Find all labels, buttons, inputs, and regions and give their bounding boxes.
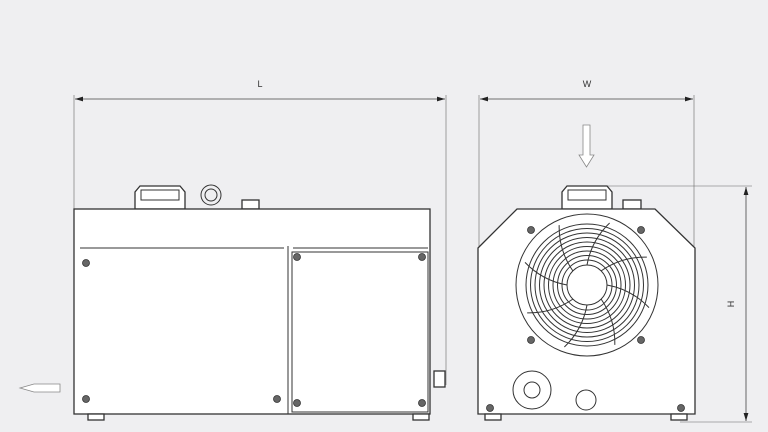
grille-spoke <box>586 222 610 266</box>
height-label: H <box>726 301 736 308</box>
housing <box>73 208 431 415</box>
port-opening <box>523 381 541 399</box>
handle <box>134 185 186 210</box>
foot-right <box>412 413 430 421</box>
width-label: W <box>583 79 592 89</box>
grille-ring <box>539 237 635 333</box>
right-panel <box>291 251 429 413</box>
foot-left <box>87 413 105 421</box>
front-knob <box>622 199 642 210</box>
drain-plug <box>575 389 597 411</box>
intake-arrow-icon <box>578 124 595 168</box>
screws <box>82 253 426 407</box>
grille-spoke <box>564 304 588 348</box>
grille-ring <box>534 232 640 338</box>
front-housing <box>477 208 696 415</box>
front-foot-left <box>484 413 502 421</box>
grille-spoke <box>527 298 574 314</box>
grille-spoke <box>600 256 647 272</box>
length-label: L <box>257 79 262 89</box>
grille-spoke <box>606 284 650 308</box>
grille-ring <box>552 250 622 320</box>
port-flange <box>512 370 552 410</box>
lifting-eye-inner <box>204 188 218 202</box>
front-handle <box>561 185 613 210</box>
fan-grille <box>515 213 659 357</box>
grille-ring <box>543 241 631 329</box>
front-view: W H <box>477 79 752 423</box>
knob <box>241 199 260 210</box>
grille-ring <box>561 259 613 311</box>
front-screws <box>486 226 685 412</box>
grille-ring <box>530 228 644 342</box>
grille-ring <box>557 255 617 315</box>
exhaust-arrow-icon <box>18 383 61 393</box>
front-foot-right <box>670 413 688 421</box>
connector <box>433 370 446 388</box>
grille-spoke <box>524 262 568 286</box>
lifting-eye <box>200 184 222 206</box>
grille-spoke <box>558 225 574 272</box>
grille-ring <box>548 246 626 324</box>
grille-ring <box>525 223 649 347</box>
side-view: L <box>18 79 447 421</box>
grille-spoke <box>600 298 616 345</box>
